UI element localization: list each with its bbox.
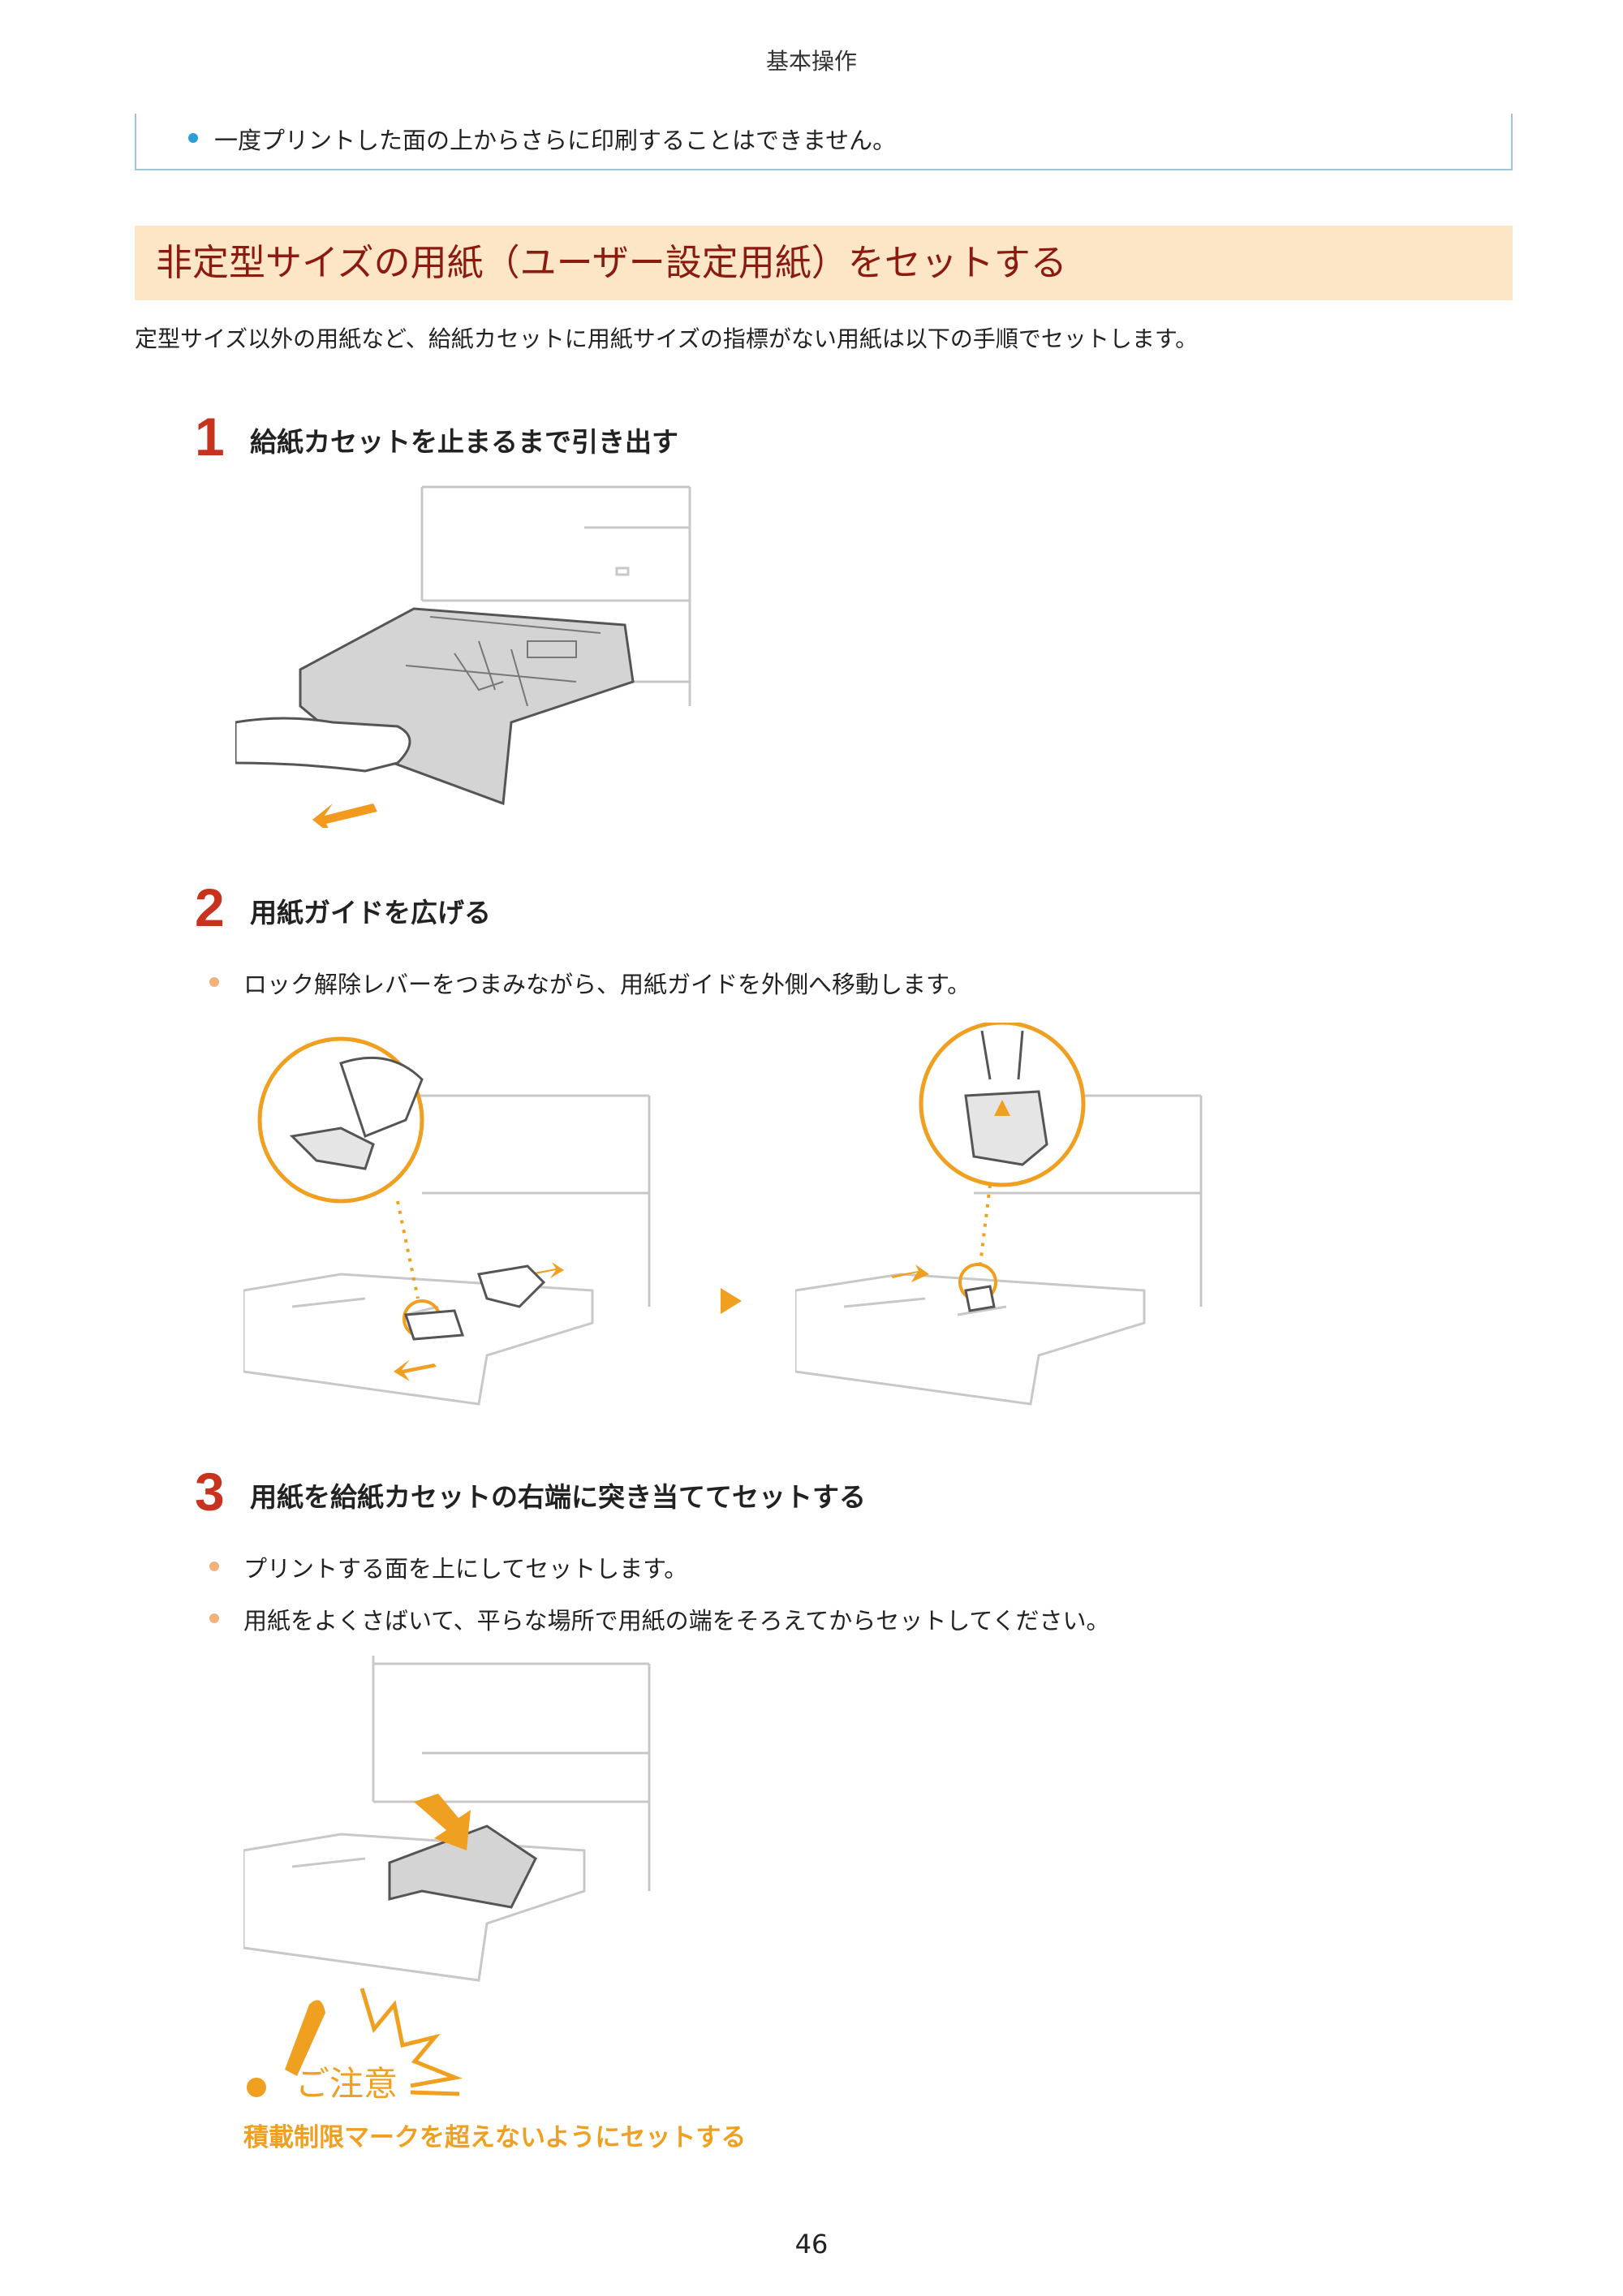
caution-text: 積載制限マークを超えないようにセットする bbox=[243, 2123, 747, 2152]
note-box: 一度プリントした面の上からさらに印刷することはできません。 bbox=[135, 114, 1513, 170]
step-3-number: 3 bbox=[195, 1462, 225, 1522]
step-3-illustration bbox=[243, 1656, 651, 1982]
step-1-number: 1 bbox=[195, 407, 225, 467]
arrow-right-icon bbox=[721, 1288, 742, 1314]
page-header: 基本操作 bbox=[765, 48, 857, 75]
step-2-illustration-left bbox=[243, 1036, 651, 1406]
section-title: 非定型サイズの用紙（ユーザー設定用紙）をセットする bbox=[135, 226, 1513, 300]
caution-icon bbox=[247, 1988, 463, 2097]
step-2-title: 用紙ガイドを広げる bbox=[250, 897, 491, 928]
bullet-icon bbox=[209, 977, 219, 987]
note-text: 一度プリントした面の上からさらに印刷することはできません。 bbox=[214, 127, 897, 154]
page-number: 46 bbox=[794, 2229, 829, 2259]
step-1-title: 給紙カセットを止まるまで引き出す bbox=[250, 426, 678, 458]
bullet-icon bbox=[209, 1562, 219, 1571]
bullet-icon bbox=[209, 1613, 219, 1623]
note-bullet-icon bbox=[188, 133, 198, 143]
step-3-title: 用紙を給紙カセットの右端に突き当ててセットする bbox=[250, 1481, 866, 1513]
step-1-illustration bbox=[235, 485, 691, 828]
step-2-number: 2 bbox=[195, 877, 225, 937]
caution-label: ご注意 bbox=[295, 2064, 398, 2104]
section-intro: 定型サイズ以外の用紙など、給紙カセットに用紙サイズの指標がない用紙は以下の手順で… bbox=[135, 325, 1199, 352]
step-2-illustration-right bbox=[795, 1023, 1203, 1406]
